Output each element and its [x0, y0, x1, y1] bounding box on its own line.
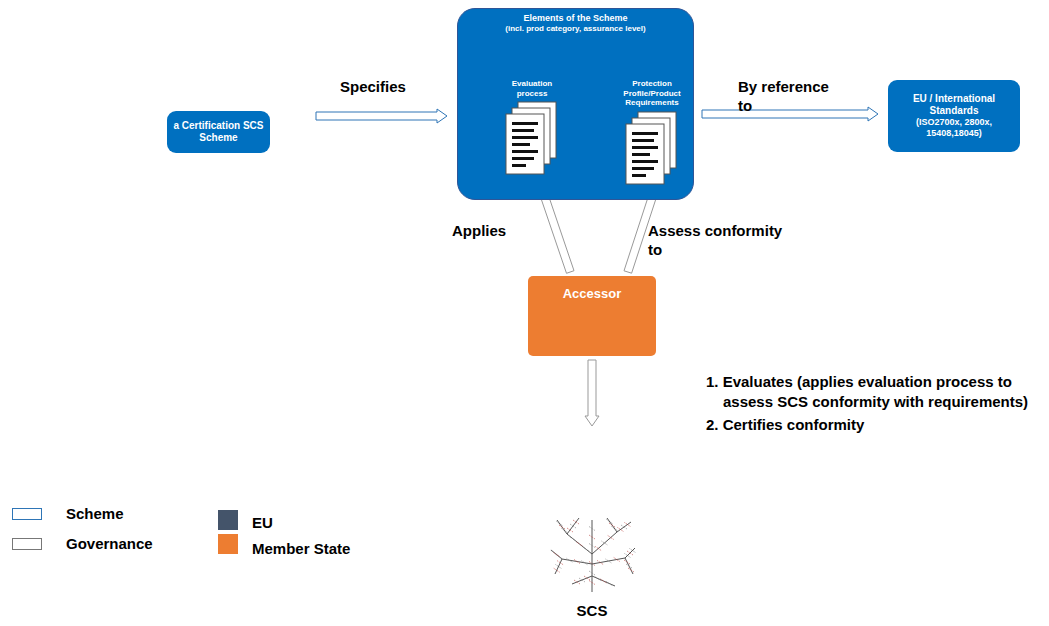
step-note: 2. Certifies conformity	[706, 415, 1049, 435]
node-title: Protection Profile/Product Requirements	[610, 79, 694, 108]
block-arrow	[585, 360, 599, 426]
legend-text: Scheme	[66, 505, 124, 522]
document-icon	[624, 110, 680, 194]
legend-swatch	[12, 538, 42, 550]
node-title: EU / International Standards	[894, 93, 1014, 117]
node-title: Evaluation process	[496, 79, 568, 98]
document-node: Protection Profile/Product Requirements	[610, 79, 694, 194]
node-title: SCS	[577, 602, 608, 620]
accessor-box: Accessor	[528, 276, 656, 356]
node-title: Elements of the Scheme	[523, 13, 627, 24]
tree-illustration	[547, 514, 637, 598]
node-subtitle: (incl. prod category, assurance level)	[505, 24, 645, 34]
edge-label: Assess conformity to	[648, 222, 798, 260]
scheme-elements-box: Elements of the Scheme(incl. prod catego…	[457, 8, 694, 200]
standards-box: EU / International Standards(ISO2700x, 2…	[888, 80, 1020, 152]
document-icon	[504, 100, 560, 184]
legend-text: Governance	[66, 535, 153, 552]
legend-text: Member State	[252, 540, 350, 557]
node-title: a Certification SCS Scheme	[173, 120, 264, 144]
legend-swatch	[218, 510, 238, 530]
legend-swatch	[218, 534, 238, 554]
edge-label: Applies	[452, 222, 522, 241]
scs-node: SCS	[530, 430, 654, 620]
node-title: Accessor	[563, 286, 622, 302]
block-arrow	[316, 109, 447, 123]
node-subtitle: (ISO2700x, 2800x, 15408,18045)	[894, 117, 1014, 139]
document-node: Evaluation process	[496, 79, 568, 191]
block-arrow	[702, 107, 878, 121]
edge-label: Specifies	[340, 78, 430, 97]
scheme-box: a Certification SCS Scheme	[167, 111, 270, 153]
legend-swatch	[12, 508, 42, 520]
step-note: 1. Evaluates (applies evaluation process…	[706, 372, 1049, 411]
legend-text: EU	[252, 514, 273, 531]
edge-label: By reference to	[738, 78, 838, 116]
